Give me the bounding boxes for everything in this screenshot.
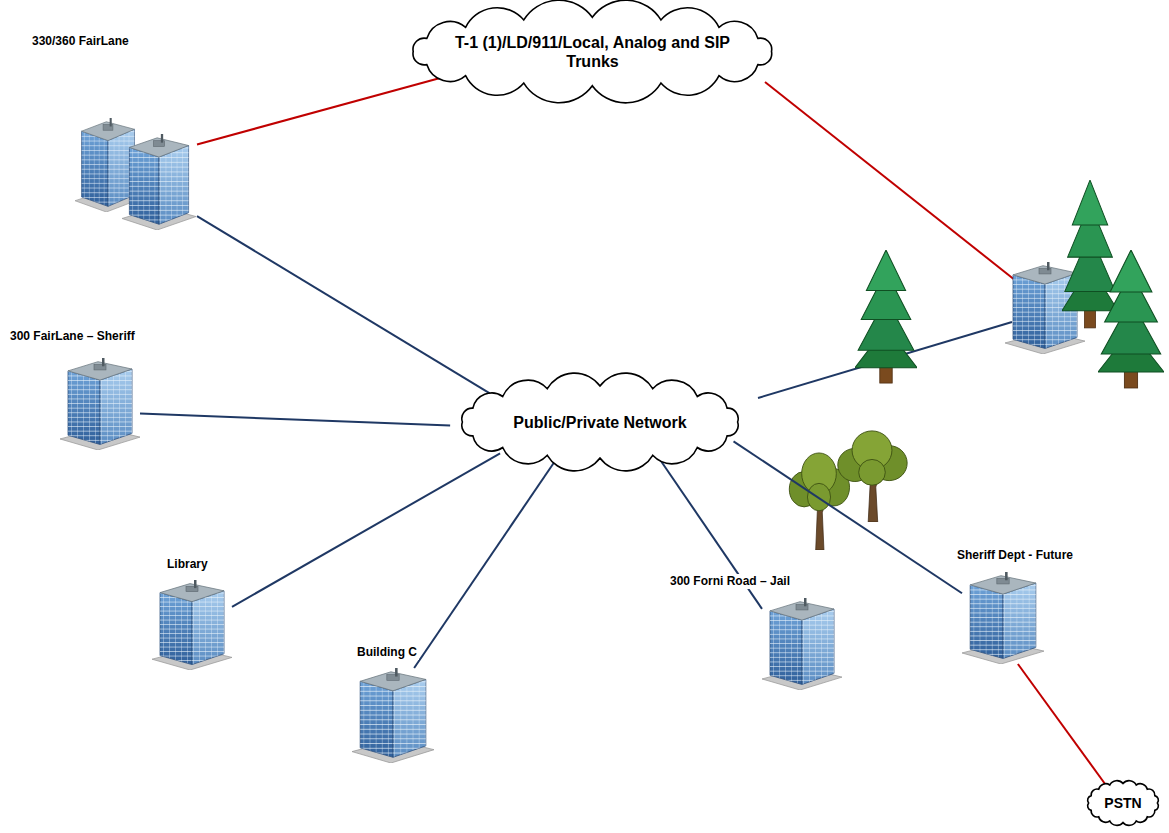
- link-line: [197, 77, 443, 144]
- site-label: 300 Forni Road – Jail: [668, 574, 792, 589]
- cloud-label: Public/Private Network: [513, 413, 686, 432]
- network-cloud: PSTN: [1083, 776, 1163, 830]
- building-node: 300 Forni Road – Jail: [762, 598, 842, 690]
- building-node: Building C: [352, 668, 434, 763]
- building-node: Library: [152, 580, 232, 670]
- building-node: 300 FairLane – Sheriff: [60, 358, 140, 450]
- building-node: Sheriff Dept - Future: [962, 572, 1044, 664]
- link-line: [1018, 664, 1105, 783]
- site-label: Sheriff Dept - Future: [955, 548, 1075, 563]
- cloud-outline-path: [462, 373, 738, 471]
- trunk-line: [765, 82, 1025, 288]
- link-line: [140, 414, 450, 426]
- pine-tree: [855, 250, 917, 383]
- cloud-outline-path: [1088, 781, 1159, 826]
- link-line: [734, 441, 962, 593]
- site-label: Library: [165, 557, 210, 572]
- cloud-outline-path: [413, 0, 772, 103]
- link-line: [414, 462, 554, 668]
- cloud-outline: [384, 4, 801, 99]
- pine-tree: [1098, 250, 1164, 388]
- oak-tree: [838, 431, 907, 522]
- building-node: 330/360 FairLane: [75, 118, 197, 230]
- network-cloud: T-1 (1)/LD/911/Local, Analog and SIP Tru…: [384, 4, 801, 99]
- building-icon: [122, 134, 196, 230]
- building-icon: [60, 358, 140, 450]
- link-line: [232, 453, 500, 606]
- link-line: [197, 216, 490, 393]
- building-icon: [152, 580, 232, 670]
- site-label: 300 FairLane – Sheriff: [8, 329, 137, 344]
- site-label: 330/360 FairLane: [30, 34, 131, 49]
- building-icon: [762, 598, 842, 690]
- pine-tree: [1062, 180, 1118, 328]
- site-label: Building C: [355, 645, 419, 660]
- cloud-label: T-1 (1)/LD/911/Local, Analog and SIP Tru…: [442, 33, 742, 71]
- network-cloud: Public/Private Network: [440, 372, 760, 472]
- cloud-label: PSTN: [1104, 795, 1141, 812]
- building-icon: [962, 572, 1044, 664]
- building-icon: [352, 668, 434, 763]
